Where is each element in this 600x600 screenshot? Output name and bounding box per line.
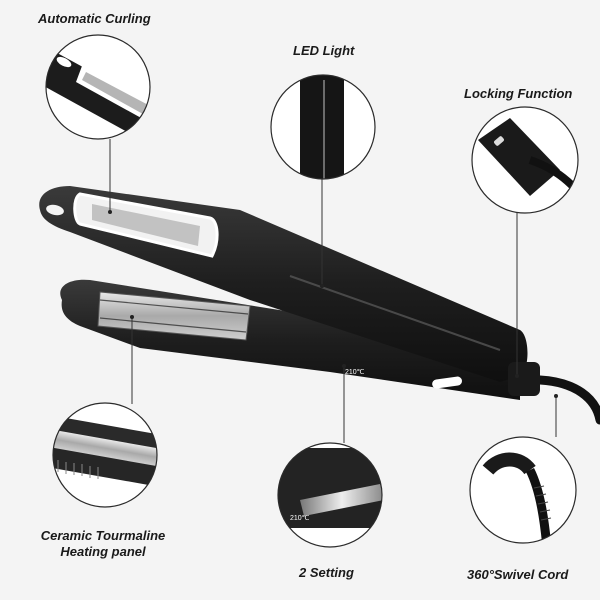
swivel-collar (508, 362, 540, 396)
plate-teeth (99, 299, 249, 333)
label-led-light: LED Light (293, 43, 355, 58)
label-automatic-curling: Automatic Curling (38, 11, 151, 26)
setting-temperature-marking: 210℃ (290, 515, 310, 522)
detail-circle-automatic-curling (45, 34, 151, 140)
leader-lines (109, 139, 557, 443)
detail-circle-locking-function (471, 106, 579, 214)
device-temperature-marking: 210℃ (345, 369, 365, 376)
label-ceramic-line2: Heating panel (60, 544, 146, 559)
label-ceramic-tourmaline: Ceramic Tourmaline Heating panel (28, 528, 178, 560)
detail-circle-swivel-cord (469, 436, 577, 544)
label-swivel-cord: 360°Swivel Cord (467, 567, 569, 582)
hanging-hole (46, 204, 64, 216)
label-ceramic-line1: Ceramic Tourmaline (40, 528, 166, 543)
detail-circle-two-setting: 210℃ (277, 442, 383, 548)
power-button (432, 376, 462, 389)
led-strip (289, 275, 501, 351)
leader-dots (108, 210, 558, 398)
detail-circle-led-light (270, 74, 376, 180)
detail-circle-ceramic-panel (52, 402, 158, 508)
swivel-cord-illustration (482, 452, 553, 543)
hair-curler-illustration: 210℃ (39, 186, 600, 425)
label-two-setting: 2 Setting (299, 565, 354, 580)
power-cord (535, 375, 600, 425)
label-locking-function: Locking Function (464, 86, 573, 101)
